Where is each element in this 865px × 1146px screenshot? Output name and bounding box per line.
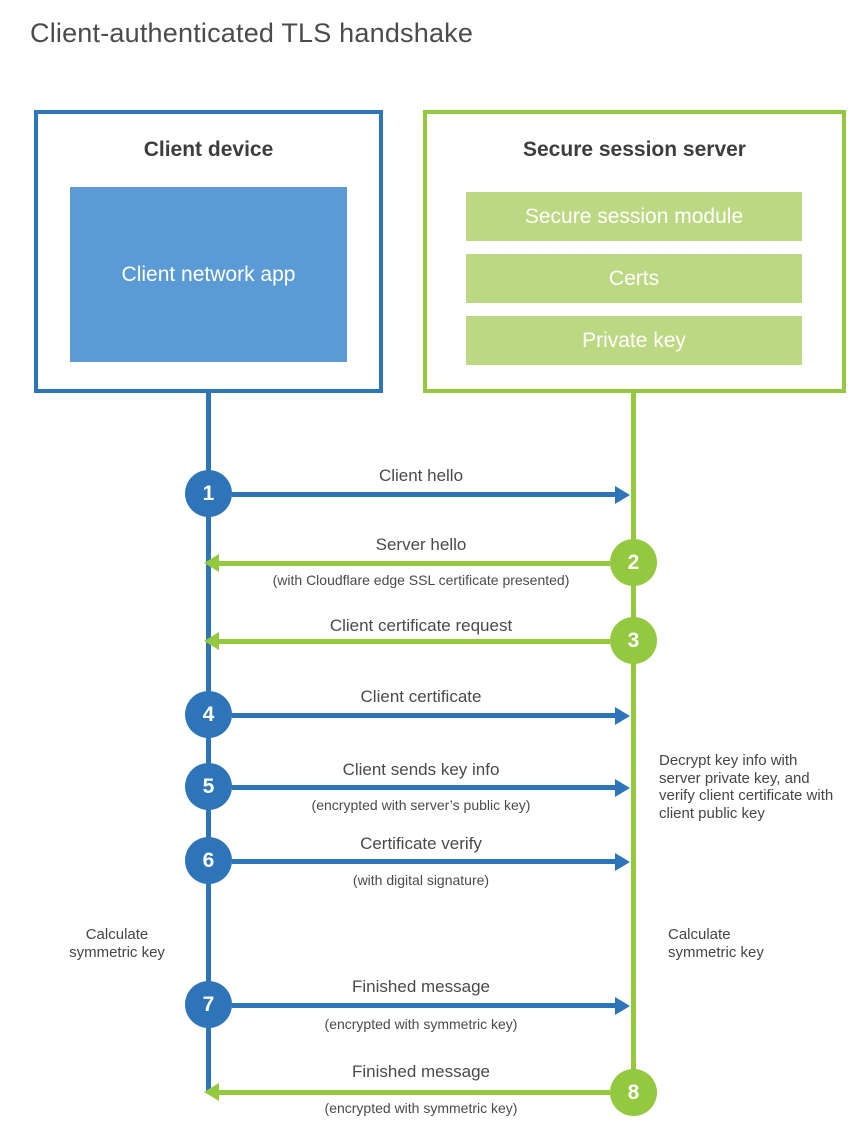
step-1-arrow xyxy=(232,492,616,497)
step-7-label: Finished message xyxy=(352,977,490,996)
step-3-badge: 3 xyxy=(610,617,657,664)
step-6-badge: 6 xyxy=(185,837,232,884)
server-module-certs: Certs xyxy=(466,254,802,303)
step-6-subtitle: (with digital signature) xyxy=(352,872,490,888)
client-network-app-label: Client network app xyxy=(121,262,296,286)
step-5-label: Client sends key info xyxy=(342,760,500,779)
step-1-badge: 1 xyxy=(185,470,232,517)
server-module-private-key: Private key xyxy=(466,316,802,365)
step-1-label: Client hello xyxy=(378,466,464,485)
client-device-title: Client device xyxy=(143,138,274,161)
step-6-label: Certificate verify xyxy=(360,834,482,853)
step-5-arrow xyxy=(232,785,616,790)
step-3-label: Client certificate request xyxy=(329,616,513,635)
calc-symmetric-key-left: Calculate symmetric key xyxy=(69,926,165,961)
secure-session-server-title: Secure session server xyxy=(523,138,746,161)
client-device-box: Client device Client network app xyxy=(34,110,383,393)
page-title: Client-authenticated TLS handshake xyxy=(30,18,474,48)
step-3-arrow xyxy=(219,639,610,644)
step-2-label: Server hello xyxy=(375,535,467,554)
server-module-secure-session: Secure session module xyxy=(466,192,802,241)
step-7-arrowhead-icon xyxy=(615,997,630,1015)
step-8-arrowhead-icon xyxy=(204,1083,219,1101)
step-8-badge: 8 xyxy=(610,1069,657,1116)
step-8-label: Finished message xyxy=(352,1062,490,1081)
step-7-subtitle: (encrypted with symmetric key) xyxy=(324,1016,518,1032)
step-7-arrow xyxy=(232,1003,616,1008)
step-8-arrow xyxy=(219,1090,610,1095)
step-4-label: Client certificate xyxy=(360,687,482,706)
secure-session-server-box: Secure session server Secure session mod… xyxy=(423,110,846,393)
client-network-app-box: Client network app xyxy=(70,187,347,362)
step-4-badge: 4 xyxy=(185,691,232,738)
step-2-subtitle: (with Cloudflare edge SSL certificate pr… xyxy=(272,572,570,588)
step-2-arrow xyxy=(219,561,610,566)
step-6-arrow xyxy=(232,859,616,864)
step-5-arrowhead-icon xyxy=(615,779,630,797)
step-8-subtitle: (encrypted with symmetric key) xyxy=(324,1100,518,1116)
step-4-arrow xyxy=(232,713,616,718)
step-7-badge: 7 xyxy=(185,981,232,1028)
step-6-arrowhead-icon xyxy=(615,853,630,871)
server-lifeline xyxy=(631,393,636,1093)
client-lifeline xyxy=(206,393,211,1092)
calc-symmetric-key-right: Calculate symmetric key xyxy=(668,926,764,961)
step-5-badge: 5 xyxy=(185,763,232,810)
step-2-arrowhead-icon xyxy=(204,554,219,572)
step-3-arrowhead-icon xyxy=(204,632,219,650)
step-1-arrowhead-icon xyxy=(615,486,630,504)
step-2-badge: 2 xyxy=(610,539,657,586)
step-4-arrowhead-icon xyxy=(615,707,630,725)
server-decrypt-note: Decrypt key info with server private key… xyxy=(659,752,834,822)
step-5-subtitle: (encrypted with server’s public key) xyxy=(311,797,531,813)
